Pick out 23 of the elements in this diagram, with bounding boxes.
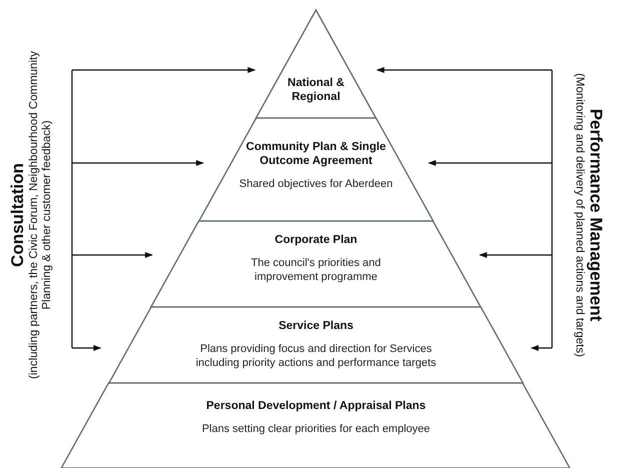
tier-title: Personal Development / Appraisal Plans bbox=[205, 399, 427, 413]
side-heading: Consultation bbox=[8, 162, 28, 269]
tier-description: The council's priorities and improvement programme bbox=[250, 256, 382, 284]
tier-title: Service Plans bbox=[278, 319, 354, 333]
tier-description: Plans setting clear priorities for each employee bbox=[200, 422, 432, 436]
arrow bbox=[428, 160, 552, 166]
arrow bbox=[72, 160, 204, 166]
tier-title: Community Plan & Single Outcome Agreement bbox=[245, 140, 387, 168]
arrow bbox=[72, 252, 154, 258]
connector-line bbox=[71, 70, 73, 348]
tier-description: Plans providing focus and direction for Services including priority actions and performance targets bbox=[194, 342, 438, 370]
side-note: (including partners, the Civic Forum, Neighbourhood Community Planning & other customer feedback) bbox=[28, 50, 54, 380]
arrow bbox=[72, 67, 256, 73]
arrow bbox=[72, 345, 102, 351]
side-note: (Monitoring and delivery of planned actions and targets) bbox=[572, 72, 586, 359]
arrow bbox=[530, 345, 552, 351]
tier-description: Shared objectives for Aberdeen bbox=[238, 177, 394, 191]
connector-line bbox=[551, 70, 553, 348]
tier-title: Corporate Plan bbox=[274, 233, 358, 247]
arrow bbox=[478, 252, 552, 258]
tier-title: National & Regional bbox=[286, 76, 346, 104]
arrow bbox=[376, 67, 552, 73]
side-heading: Performance Management bbox=[586, 108, 606, 324]
